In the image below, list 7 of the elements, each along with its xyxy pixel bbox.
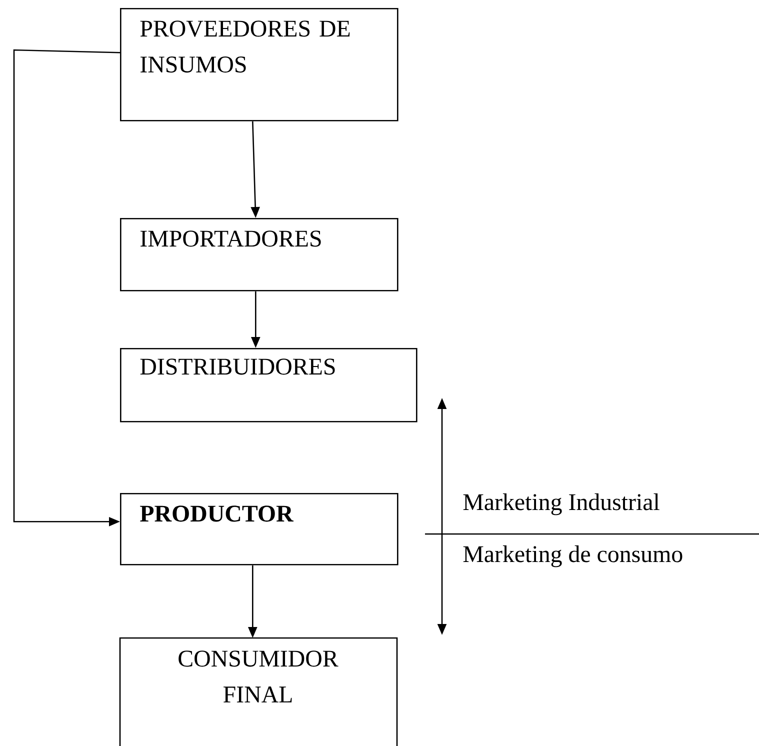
side-label: Marketing Industrial	[463, 493, 660, 516]
process-box: CONSUMIDOR FINAL	[119, 637, 398, 746]
process-box: DISTRIBUIDORES	[120, 348, 418, 422]
process-box: IMPORTADORES	[120, 218, 398, 292]
side-label: Marketing de consumo	[463, 545, 682, 568]
process-box: PRODUCTOR	[120, 493, 398, 566]
process-box: PROVEEDORES DE INSUMOS	[120, 8, 398, 122]
